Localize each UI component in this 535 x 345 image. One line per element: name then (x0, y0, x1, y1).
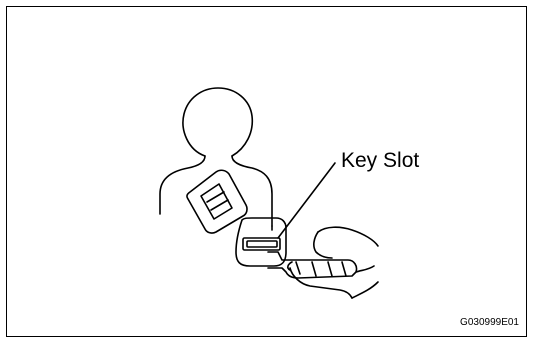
key-slot-label: Key Slot (341, 150, 419, 171)
key-fob-in-pocket-icon (187, 170, 247, 233)
hand-inserting-key-icon (268, 227, 378, 298)
key-slot-icon (236, 218, 286, 266)
person-silhouette-icon (160, 88, 272, 230)
figure-code: G030999E01 (460, 318, 519, 328)
key-slot-leader-line (278, 163, 335, 238)
